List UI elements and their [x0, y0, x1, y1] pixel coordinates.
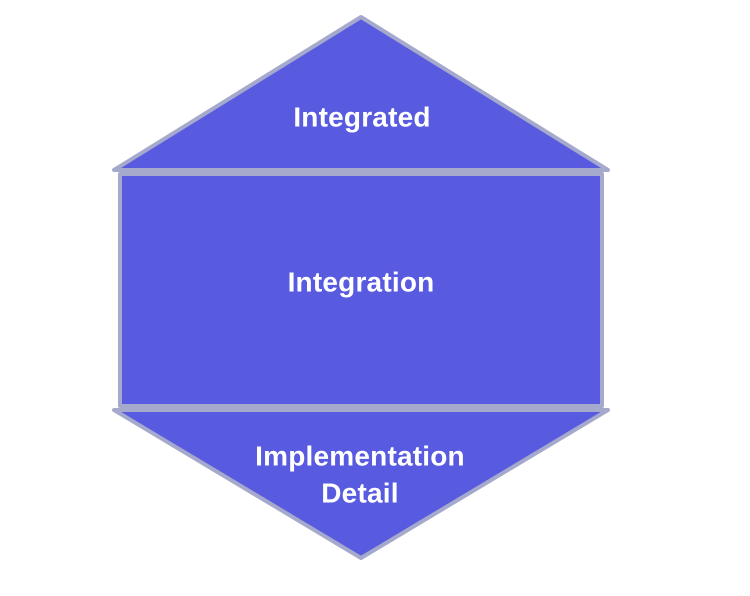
top-triangle-shape: [112, 15, 610, 172]
middle-section-label: Integration: [288, 267, 435, 298]
bottom-section-label-line2: Detail: [321, 478, 398, 509]
bottom-triangle-shape: [112, 408, 610, 560]
middle-rectangle-shape: [118, 172, 604, 408]
bottom-section-label-line1: Implementation: [255, 441, 465, 472]
top-section-label: Integrated: [293, 102, 430, 133]
